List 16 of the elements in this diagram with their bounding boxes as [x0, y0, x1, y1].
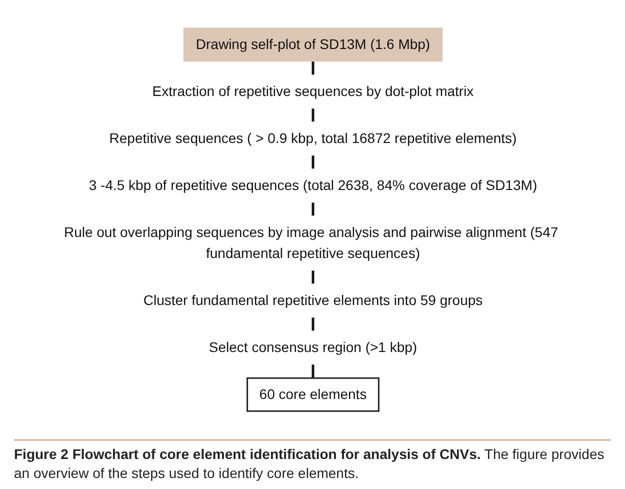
node-text: Extraction of repetitive sequences by dot-plot matrix	[152, 83, 474, 100]
connector	[311, 364, 314, 378]
node-text: Cluster fundamental repetitive elements into 59 groups	[142, 292, 482, 308]
node-text: 3 -4.5 kbp of repetitive sequences (total 2638, 84% coverage of SD13M)	[88, 177, 537, 194]
connector	[311, 108, 314, 122]
node-text: Rule out overlapping sequences by image analysis and pairwise alignment (547 fundamental repetitive sequences)	[63, 224, 558, 262]
connector	[311, 317, 314, 332]
connector	[311, 155, 314, 170]
node-text: Select consensus region (>1 kbp)	[208, 339, 417, 356]
connector	[311, 61, 314, 76]
connector	[311, 270, 314, 284]
node-box: Drawing self-plot of SD13M (1.6 Mbp)	[182, 28, 442, 62]
connector	[311, 202, 314, 216]
node-box: 60 core elements	[246, 377, 379, 412]
figure-caption: Figure 2 Flowchart of core element identification for analysis of CNVs. The figure provides an overview of the steps used to identify core elements.	[14, 439, 611, 483]
node-text: Repetitive sequences ( > 0.9 kbp, total 16872 repetitive elements)	[108, 130, 516, 146]
